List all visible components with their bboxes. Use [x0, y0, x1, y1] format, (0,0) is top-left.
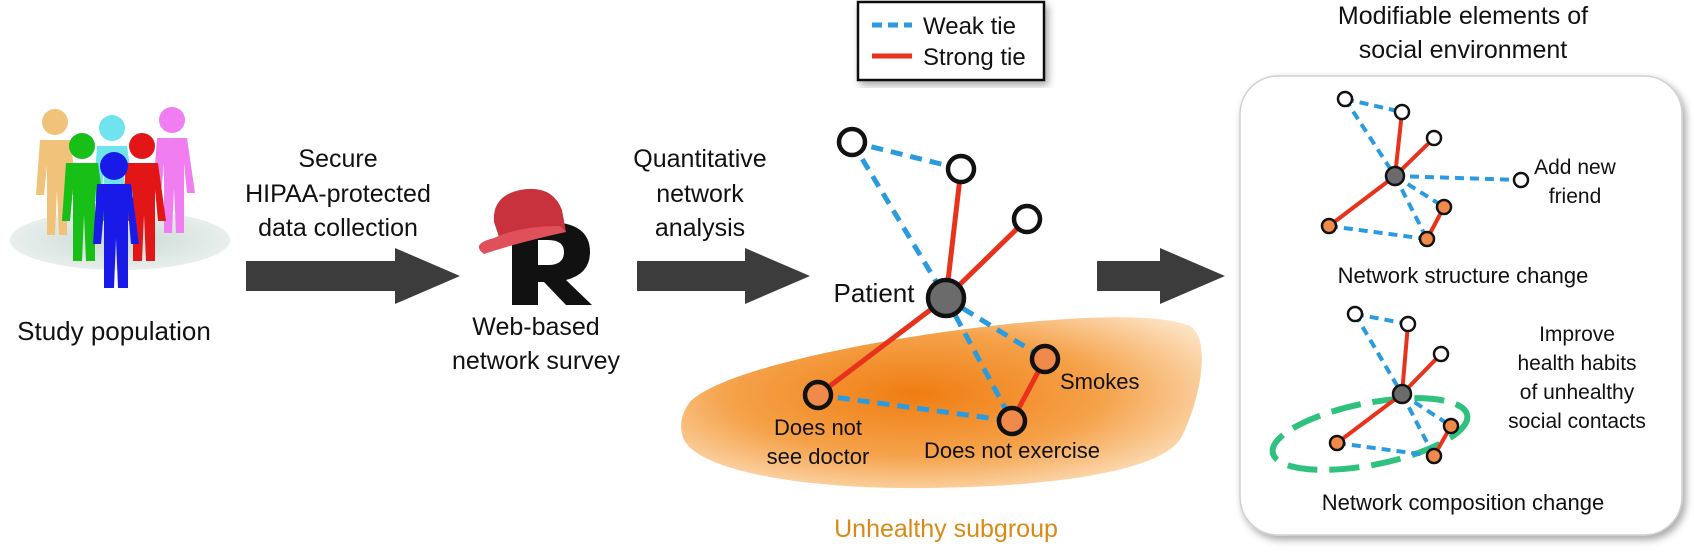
survey-label-line1: Web-based [472, 313, 599, 341]
arrow-collection [246, 248, 460, 304]
composition-ring [1269, 395, 1471, 473]
legend: Weak tie Strong tie [856, 0, 1046, 82]
analysis-label-line2: network [656, 180, 744, 208]
unhealthy-node [1320, 217, 1338, 235]
unhealthy-node [1029, 343, 1061, 375]
unhealthy-subgroup-label: Unhealthy subgroup [834, 515, 1058, 543]
survey-label-line2: network survey [452, 347, 621, 375]
improve-label-line4: social contacts [1508, 410, 1646, 433]
unhealthy-node [1425, 447, 1443, 465]
analysis-label-line1: Quantitative [633, 145, 766, 173]
improve-label-line3: of unhealthy [1520, 381, 1635, 404]
contact-node [1336, 90, 1354, 108]
analysis-label-line3: analysis [655, 214, 745, 242]
unhealthy-node [1418, 230, 1436, 248]
add-friend-label-line2: friend [1549, 185, 1602, 208]
add-friend-label-line1: Add new [1534, 156, 1617, 179]
unhealthy-subgroup-region [681, 317, 1202, 489]
composition-change-label: Network composition change [1322, 490, 1604, 515]
contact-node [1432, 345, 1450, 363]
modifiable-title-line1: Modifiable elements of [1338, 2, 1588, 30]
no-doctor-label-line1: Does not [774, 415, 862, 440]
unhealthy-node [1435, 198, 1453, 216]
unhealthy-node [802, 379, 834, 411]
improve-label-line1: Improve [1539, 323, 1615, 346]
patient-node [1384, 165, 1406, 187]
people-group-icon [10, 107, 230, 288]
unhealthy-node [996, 405, 1028, 437]
composition-change-network [1269, 305, 1471, 473]
secure-label-line1: Secure [298, 145, 377, 173]
no-exercise-label: Does not exercise [924, 438, 1100, 463]
smokes-label: Smokes [1060, 369, 1139, 394]
arrow-modify [1097, 248, 1225, 304]
unhealthy-node [1328, 434, 1346, 452]
modifiable-title-line2: social environment [1359, 36, 1567, 64]
contact-node [945, 153, 977, 185]
contact-node [1399, 315, 1417, 333]
new-friend-node [1512, 171, 1530, 189]
legend-weak-label: Weak tie [923, 13, 1016, 40]
contact-node [1346, 305, 1364, 323]
contact-node [1393, 103, 1411, 121]
secure-label-line3: data collection [258, 214, 418, 242]
modifiable-panel [1239, 75, 1683, 536]
structure-change-label: Network structure change [1338, 263, 1589, 288]
patient-node [925, 277, 967, 319]
main-network: Patient Smokes Does not see doctor Does … [681, 126, 1202, 489]
patient-label: Patient [834, 278, 916, 308]
patient-node [1391, 383, 1413, 405]
improve-label-line2: health habits [1517, 352, 1636, 375]
structure-change-network [1320, 90, 1530, 248]
arrow-analysis [637, 248, 810, 304]
contact-node [1011, 203, 1043, 235]
legend-strong-label: Strong tie [923, 44, 1026, 71]
contact-node [836, 126, 868, 158]
no-doctor-label-line2: see doctor [767, 444, 870, 469]
unhealthy-node [1442, 417, 1460, 435]
cap-r-logo-icon [478, 188, 592, 305]
secure-label-line2: HIPAA-protected [245, 180, 431, 208]
contact-node [1425, 129, 1443, 147]
study-population-label: Study population [17, 316, 211, 346]
